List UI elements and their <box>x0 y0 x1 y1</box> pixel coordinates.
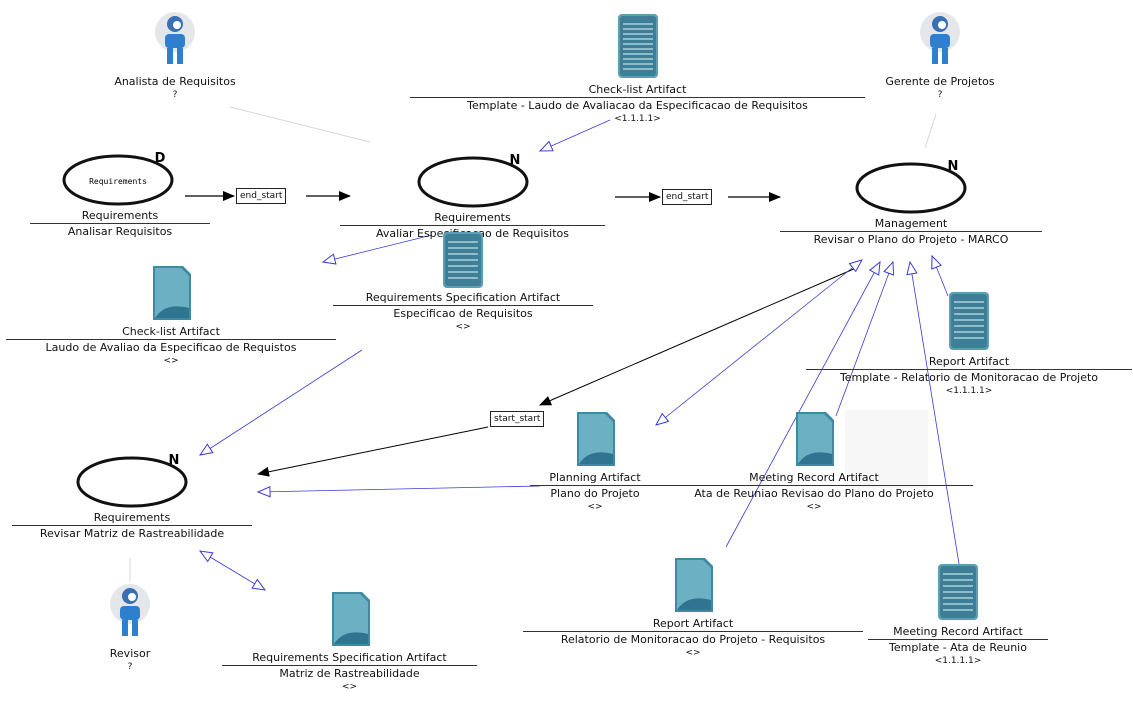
artifact-report-template[interactable]: Report Artifact Template - Relatorio de … <box>806 288 1132 398</box>
artifact-type: Meeting Record Artifact <box>749 471 879 484</box>
dep-line-6 <box>835 262 893 417</box>
dep-line-3 <box>200 349 363 455</box>
artifact-type: Report Artifact <box>928 355 1010 368</box>
role-link-analista <box>229 106 371 143</box>
activity-discipline: Requirements <box>81 209 159 222</box>
role-multiplicity: ? <box>937 90 943 100</box>
artifact-checklist-template[interactable]: Check-list Artifact Template - Laudo de … <box>410 10 865 126</box>
artifact-version: <1.1.1.1> <box>614 114 661 124</box>
artifact-report-relatorio[interactable]: Report Artifact Relatorio de Monitoracao… <box>523 554 863 660</box>
document-stack-icon <box>443 232 483 288</box>
activity-revisar-matriz[interactable]: N Requirements Revisar Matriz de Rastrea… <box>12 450 252 541</box>
dep-line-5 <box>656 260 862 425</box>
role-name: Analista de Requisitos <box>114 75 236 88</box>
dep-line-10 <box>200 551 265 590</box>
activity-name: Revisar Matriz de Rastreabilidade <box>12 525 252 541</box>
artifact-type: Requirements Specification Artifact <box>252 651 447 664</box>
artifact-type: Requirements Specification Artifact <box>365 291 561 304</box>
role-multiplicity: ? <box>172 90 178 100</box>
artifact-type: Report Artifact <box>652 617 734 630</box>
activity-ellipse: N <box>417 153 528 208</box>
activity-ellipse: Requirements D <box>62 151 174 206</box>
artifact-name: Matriz de Rastreabilidade <box>222 665 477 681</box>
artifact-name: Template - Relatorio de Monitoracao de P… <box>806 369 1132 385</box>
artifact-version: <> <box>163 356 179 366</box>
artifact-meeting-record-template[interactable]: Meeting Record Artifact Template - Ata d… <box>868 560 1048 668</box>
connector-start-start[interactable]: start_start <box>490 411 545 427</box>
artifact-version: <> <box>455 322 471 332</box>
person-icon <box>155 12 195 64</box>
dep-line-8 <box>932 256 949 297</box>
activity-name: Analisar Requisitos <box>30 223 210 239</box>
artifact-type: Check-list Artifact <box>588 83 687 96</box>
artifact-req-spec-matriz[interactable]: Requirements Specification Artifact Matr… <box>222 588 477 694</box>
activity-analisar-requisitos[interactable]: Requirements D Requirements Analisar Req… <box>30 148 210 239</box>
activity-marker: N <box>509 153 520 168</box>
document-stack-icon <box>938 564 978 620</box>
person-icon <box>110 584 150 636</box>
dep-line-1 <box>540 119 611 151</box>
artifact-req-spec-especificacao[interactable]: Requirements Specification Artifact Espe… <box>333 228 593 334</box>
artifact-version: <1.1.1.1> <box>945 386 993 396</box>
artifact-name: Laudo de Avaliao da Especificao de Requi… <box>6 339 336 355</box>
role-link-gerente <box>924 113 937 149</box>
artifact-version: <1.1.1.1> <box>934 656 982 666</box>
document-icon <box>577 412 615 466</box>
dep-line-9 <box>910 262 961 571</box>
artifact-name: Ata de Reuniao Revisao do Plano do Proje… <box>655 485 973 501</box>
document-icon <box>796 412 834 466</box>
artifact-meeting-record-ata[interactable]: Meeting Record Artifact Ata de Reuniao R… <box>655 408 973 514</box>
role-name: Gerente de Projetos <box>885 75 995 88</box>
dep-line-2 <box>323 234 433 262</box>
artifact-planning[interactable]: Planning Artifact Plano do Projeto <> <box>530 408 660 514</box>
activity-discipline: Management <box>874 217 948 230</box>
activity-marker: N <box>169 453 180 468</box>
artifact-name: Especificao de Requisitos <box>333 305 593 321</box>
artifact-name: Template - Laudo de Avaliacao da Especif… <box>410 97 865 113</box>
document-icon <box>331 592 370 646</box>
artifact-name: Plano do Projeto <box>530 485 660 501</box>
activity-marker: D <box>155 151 166 166</box>
activity-inner-text: Requirements <box>89 177 147 186</box>
document-stack-icon <box>617 14 658 78</box>
artifact-version: <> <box>587 502 603 512</box>
activity-discipline: Requirements <box>434 211 511 224</box>
person-icon <box>920 12 960 64</box>
document-icon <box>153 266 191 320</box>
activity-name: Revisar o Plano do Projeto - MARCO <box>780 231 1042 247</box>
activity-ellipse: N <box>855 159 967 214</box>
flow-line-3b <box>257 426 489 477</box>
role-multiplicity: ? <box>127 662 133 672</box>
activity-discipline: Requirements <box>93 511 171 524</box>
document-stack-icon <box>949 292 989 350</box>
activity-marker: N <box>948 159 959 174</box>
connector-end-start-1[interactable]: end_start <box>236 188 287 204</box>
connector-end-start-2[interactable]: end_start <box>662 189 713 205</box>
dep-line-4 <box>258 485 541 492</box>
activity-ellipse: N <box>76 453 188 508</box>
shade-quad <box>845 410 928 488</box>
role-revisor[interactable]: Revisor ? <box>85 582 175 674</box>
activity-revisar-plano[interactable]: N Management Revisar o Plano do Projeto … <box>780 156 1042 247</box>
document-icon <box>675 558 713 612</box>
dep-line-7 <box>725 262 880 548</box>
artifact-name: Template - Ata de Reunio <box>868 639 1048 655</box>
artifact-type: Meeting Record Artifact <box>893 625 1023 638</box>
role-analista[interactable]: Analista de Requisitos ? <box>90 10 260 102</box>
artifact-version: <> <box>685 648 701 658</box>
artifact-version: <> <box>341 682 358 692</box>
activity-avaliar-especificacao[interactable]: N Requirements Avaliar Especificacao de … <box>340 150 605 241</box>
artifact-checklist-laudo[interactable]: Check-list Artifact Laudo de Avaliao da … <box>6 262 336 368</box>
role-gerente[interactable]: Gerente de Projetos ? <box>860 10 1020 102</box>
artifact-version: <> <box>806 502 822 512</box>
artifact-type: Check-list Artifact <box>122 325 220 338</box>
role-name: Revisor <box>109 647 151 660</box>
artifact-type: Planning Artifact <box>549 471 641 484</box>
artifact-name: Relatorio de Monitoracao do Projeto - Re… <box>523 631 863 647</box>
